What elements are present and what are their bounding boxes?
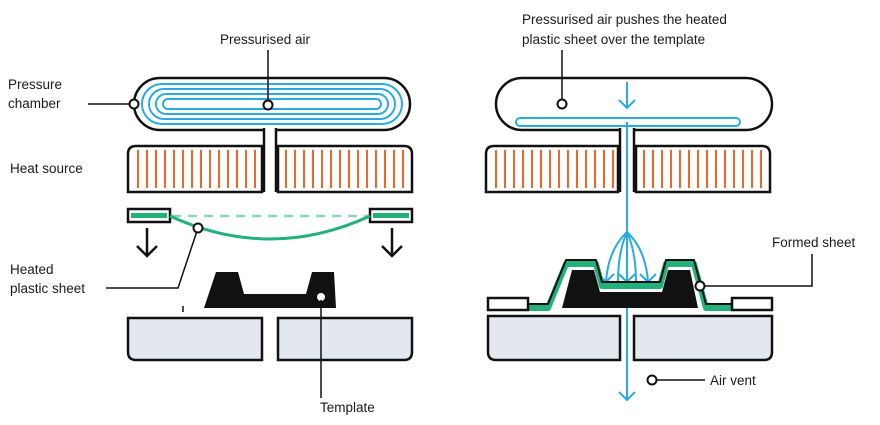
right-clamp-right xyxy=(730,296,774,312)
right-base xyxy=(486,314,774,362)
left-heat-source xyxy=(126,144,414,194)
label-pressure-chamber-line1: Pressure xyxy=(8,77,62,92)
left-clamp-left xyxy=(126,207,172,224)
label-heated-sheet-line2: plastic sheet xyxy=(10,281,85,296)
label-air-vent: Air vent xyxy=(710,373,756,388)
left-clamp-right xyxy=(368,207,414,224)
left-panel: Pressurised air Pressure chamber Heat so… xyxy=(8,32,414,415)
clamp-down-arrow-icon xyxy=(381,228,403,258)
label-caption-line1: Pressurised air pushes the heated xyxy=(522,12,727,27)
right-heat-source xyxy=(484,144,772,194)
right-template xyxy=(562,270,698,308)
left-leader-lines xyxy=(88,50,322,398)
right-panel: Pressurised air pushes the heated plasti… xyxy=(484,12,856,402)
label-caption-line2: plastic sheet over the template xyxy=(522,32,705,47)
clamp-down-arrow-icon xyxy=(136,228,158,258)
label-pressurised-air: Pressurised air xyxy=(220,32,311,47)
label-template: Template xyxy=(320,400,375,415)
right-pressure-chamber xyxy=(494,76,774,132)
air-flow-arrows xyxy=(597,82,657,402)
left-base xyxy=(126,316,414,362)
right-leader-lines xyxy=(561,50,813,381)
label-pressure-chamber-line2: chamber xyxy=(8,96,61,111)
left-template xyxy=(204,272,336,308)
label-heat-source: Heat source xyxy=(10,161,83,176)
label-heated-sheet-line1: Heated xyxy=(10,262,54,277)
right-clamp-left xyxy=(486,296,530,312)
label-formed-sheet: Formed sheet xyxy=(772,235,856,250)
